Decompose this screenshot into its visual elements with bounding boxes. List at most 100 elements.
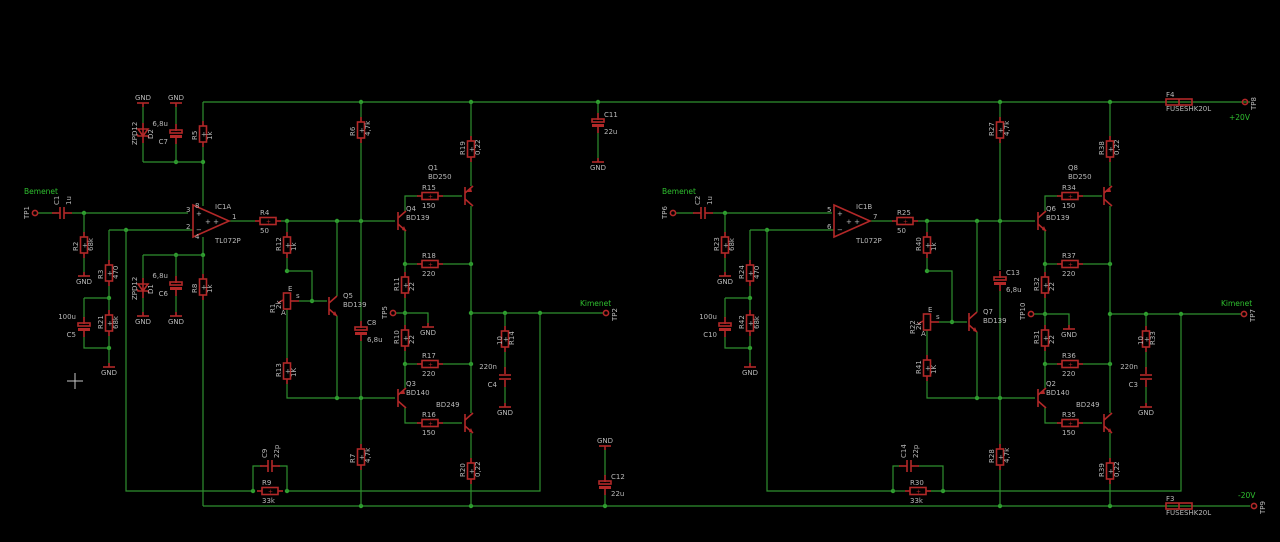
resistor-r41[interactable]: + [922,355,932,381]
testpoint-pad[interactable] [602,309,610,317]
transistor-q5[interactable] [328,295,338,317]
testpoint-label: TP2 [611,308,619,322]
testpoint-pad[interactable] [1241,98,1249,106]
testpoint-tp7[interactable] [1240,310,1248,318]
transistor-[interactable] [1103,412,1113,434]
ground-label: GND [168,318,184,326]
capacitor-c12[interactable] [598,475,612,495]
resistor-r35[interactable]: + [1057,418,1083,428]
capacitor-c13[interactable] [993,271,1007,291]
resistor-r9[interactable]: + [257,486,283,496]
resistor-r16[interactable]: + [417,418,443,428]
resistor-r33[interactable]: + [1141,326,1151,352]
transistor-q2[interactable] [1037,387,1047,409]
resistor-r5[interactable]: + [198,121,208,147]
testpoint-pad[interactable] [1027,310,1035,318]
resistor-r15[interactable]: + [417,191,443,201]
resistor-r3[interactable]: + [104,260,114,286]
resistor-50[interactable]: + [255,216,281,226]
resistor-r6[interactable]: + [356,117,366,143]
resistor-r28[interactable]: + [995,444,1005,470]
resistor-r7[interactable]: + [356,444,366,470]
resistor-r13[interactable]: + [282,358,292,384]
capacitor-c6[interactable] [169,276,183,296]
transistor-q7[interactable] [968,311,978,333]
resistor-name: R37 [1062,252,1076,260]
resistor-r37[interactable]: + [1057,259,1083,269]
resistor-r40[interactable]: + [922,232,932,258]
capacitor-c10[interactable] [718,317,732,337]
testpoint-pad[interactable] [1250,502,1258,510]
testpoint-tp8[interactable] [1241,98,1249,106]
potentiometer-r1[interactable] [277,292,299,310]
transistor-value: BD250 [428,173,452,181]
resistor-r38[interactable]: + [1105,136,1115,162]
resistor-r11[interactable]: + [400,272,410,298]
resistor-r27[interactable]: + [995,117,1005,143]
transistor-arrow [467,188,472,192]
resistor-r21[interactable]: + [104,310,114,336]
testpoint-pad[interactable] [31,209,39,217]
transistor-[interactable] [464,412,474,434]
potentiometer-r22[interactable] [917,313,939,331]
resistor-r2[interactable]: + [79,232,89,258]
resistor-r19[interactable]: + [466,136,476,162]
transistor-q3[interactable] [397,387,407,409]
testpoint-pad[interactable] [389,309,397,317]
resistor-value: 4,7k [1003,447,1011,463]
opamp-ic1b[interactable] [833,203,872,239]
zener-diode-d2[interactable] [136,123,150,143]
capacitor-c3[interactable] [1140,367,1152,387]
resistor-r17[interactable]: + [417,359,443,369]
pot-value: 2k [275,300,283,309]
testpoint-pad[interactable] [669,209,677,217]
resistor-origin-mark: + [1108,146,1114,154]
testpoint-tp1[interactable] [31,209,39,217]
capacitor-c1[interactable] [52,207,72,219]
capacitor-c11[interactable] [591,113,605,133]
resistor-r32[interactable]: + [1040,272,1050,298]
resistor-r14[interactable]: + [500,326,510,352]
resistor-r34[interactable]: + [1057,191,1083,201]
resistor-r30[interactable]: + [905,486,931,496]
transistor-q6[interactable] [1037,210,1047,232]
opamp-ic1a[interactable] [192,203,231,239]
fuse-f3[interactable] [1165,502,1193,510]
resistor-r20[interactable]: + [466,458,476,484]
resistor-r31[interactable]: + [1040,325,1050,351]
testpoint-tp2[interactable] [602,309,610,317]
testpoint-tp5[interactable] [389,309,397,317]
fuse-f4[interactable] [1165,98,1193,106]
capacitor-plate [718,322,732,327]
capacitor-c9[interactable] [260,460,280,472]
capacitor-name: C3 [1129,381,1138,389]
capacitor-c4[interactable] [499,367,511,387]
resistor-r10[interactable]: + [400,325,410,351]
resistor-r42[interactable]: + [745,310,755,336]
testpoint-tp9[interactable] [1250,502,1258,510]
capacitor-c5[interactable] [77,317,91,337]
ground-label: GND [717,278,733,286]
resistor-r36[interactable]: + [1057,359,1083,369]
capacitor-c14[interactable] [899,460,919,472]
resistor-50[interactable]: + [892,216,918,226]
capacitor-c7[interactable] [169,124,183,144]
resistor-r23[interactable]: + [720,232,730,258]
resistor-r24[interactable]: + [745,260,755,286]
testpoint-pad[interactable] [1240,310,1248,318]
resistor-body [466,140,476,158]
transistor-q8[interactable] [1103,185,1113,207]
resistor-r8[interactable]: + [198,274,208,300]
testpoint-tp6[interactable] [669,209,677,217]
resistor-r12[interactable]: + [282,232,292,258]
resistor-r39[interactable]: + [1105,458,1115,484]
resistor-r18[interactable]: + [417,259,443,269]
testpoint-tp10[interactable] [1027,310,1035,318]
transistor-q4[interactable] [397,210,407,232]
capacitor-c8[interactable] [354,321,368,341]
capacitor-c2[interactable] [693,207,713,219]
transistor-q1[interactable] [464,185,474,207]
zener-diode-d1[interactable] [136,278,150,298]
